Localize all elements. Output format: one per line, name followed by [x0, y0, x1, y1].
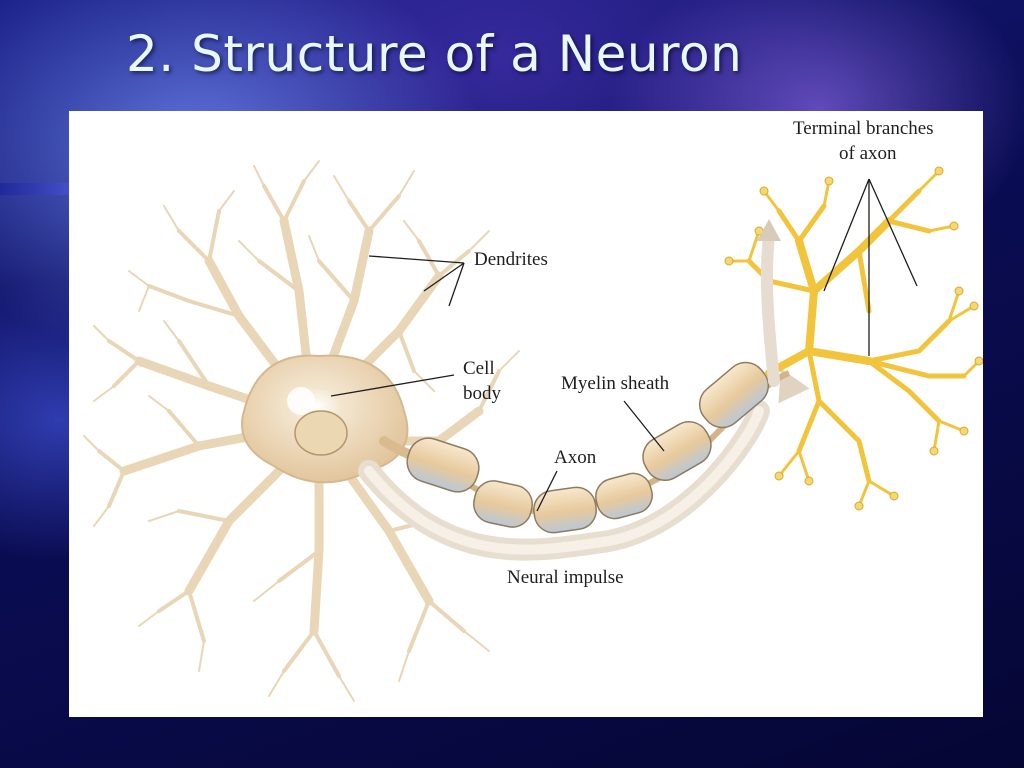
- label-axon: Axon: [554, 447, 597, 468]
- label-myelin-sheath: Myelin sheath: [561, 373, 670, 394]
- leader-lines: [330, 178, 918, 512]
- terminal-branches: [724, 166, 983, 511]
- impulse-direction-arrow: [757, 219, 781, 387]
- label-terminal-branches-line2: of axon: [839, 143, 897, 164]
- diagram-panel: Terminal branches of axon Dendrites Cell…: [69, 111, 983, 717]
- nucleus: [294, 410, 348, 456]
- label-terminal-branches-line1: Terminal branches: [793, 118, 934, 139]
- label-cell-body-line1: Cell: [463, 358, 495, 379]
- myelin-sheath-segments: [406, 361, 770, 534]
- slide-title: 2. Structure of a Neuron: [126, 25, 743, 83]
- neuron-diagram: Terminal branches of axon Dendrites Cell…: [83, 118, 983, 702]
- diagram-labels: Terminal branches of axon Dendrites Cell…: [463, 118, 934, 588]
- label-neural-impulse: Neural impulse: [507, 567, 624, 588]
- cell-body: [241, 354, 409, 484]
- label-cell-body-line2: body: [463, 383, 502, 404]
- label-dendrites: Dendrites: [474, 249, 548, 270]
- decorative-stripe: [0, 183, 70, 195]
